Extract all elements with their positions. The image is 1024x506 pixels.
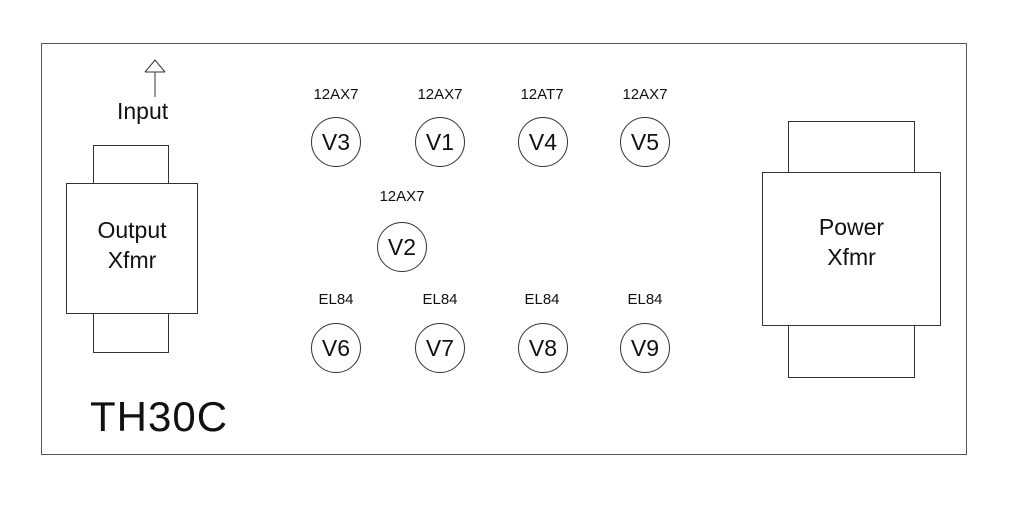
power-xfmr-body — [762, 172, 941, 326]
tube-socket-v9: V9 — [620, 323, 670, 373]
tube-id-v5: V5 — [630, 128, 660, 155]
input-arrow-icon — [144, 59, 166, 97]
input-label: Input — [117, 98, 169, 124]
output-xfmr-label: Output Xfmr — [66, 215, 198, 275]
tube-socket-v4: V4 — [518, 117, 568, 167]
tube-id-v1: V1 — [425, 128, 455, 155]
tube-id-v6: V6 — [321, 334, 351, 361]
tube-id-v8: V8 — [528, 334, 558, 361]
tube-id-v4: V4 — [528, 128, 558, 155]
tube-id-v3: V3 — [321, 128, 351, 155]
tube-type-v5: 12AX7 — [622, 86, 668, 103]
tube-type-v6: EL84 — [318, 291, 354, 308]
tube-id-v7: V7 — [425, 334, 455, 361]
tube-socket-v2: V2 — [377, 222, 427, 272]
tube-type-v7: EL84 — [422, 291, 458, 308]
power-xfmr-line2: Xfmr — [827, 244, 876, 270]
tube-type-v1: 12AX7 — [417, 86, 463, 103]
power-xfmr-line1: Power — [818, 214, 885, 240]
chassis-outline — [41, 43, 967, 455]
model-label: TH30C — [90, 393, 229, 440]
tube-socket-v1: V1 — [415, 117, 465, 167]
tube-type-v8: EL84 — [524, 291, 560, 308]
tube-socket-v3: V3 — [311, 117, 361, 167]
tube-type-v9: EL84 — [627, 291, 663, 308]
tube-socket-v8: V8 — [518, 323, 568, 373]
output-xfmr-line1: Output — [97, 217, 167, 243]
tube-socket-v7: V7 — [415, 323, 465, 373]
tube-id-v2: V2 — [387, 233, 417, 260]
output-xfmr-line2: Xfmr — [107, 247, 157, 273]
tube-socket-v6: V6 — [311, 323, 361, 373]
tube-socket-v5: V5 — [620, 117, 670, 167]
tube-id-v9: V9 — [630, 334, 660, 361]
tube-type-v3: 12AX7 — [313, 86, 359, 103]
tube-type-v2: 12AX7 — [379, 188, 425, 205]
power-xfmr-label: Power Xfmr — [762, 212, 941, 272]
output-xfmr-body — [66, 183, 198, 314]
tube-type-v4: 12AT7 — [520, 86, 564, 103]
